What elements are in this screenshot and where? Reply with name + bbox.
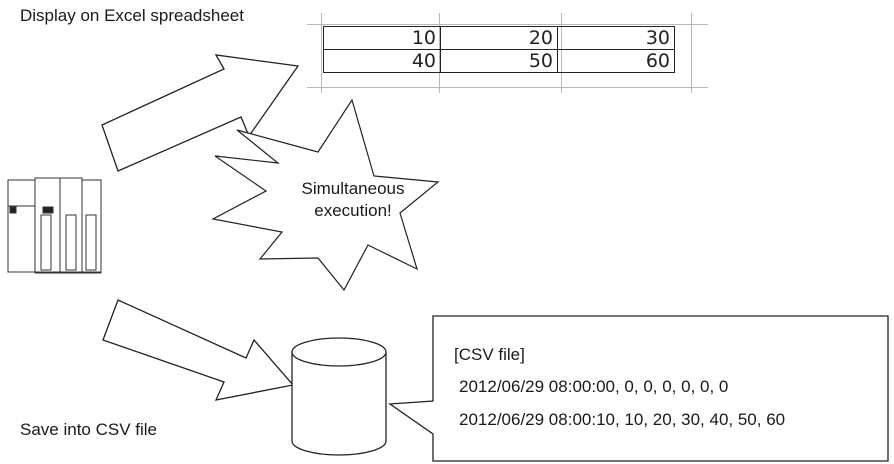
- burst-line-1: Simultaneous: [301, 179, 405, 198]
- table-cell: 10: [323, 26, 441, 50]
- table-cell: 60: [557, 49, 675, 73]
- csv-callout-box: [388, 315, 889, 462]
- arrow-to-csv-icon: [102, 299, 295, 401]
- burst-line-2: execution!: [314, 201, 392, 220]
- csv-record-line: 2012/06/29 08:00:10, 10, 20, 30, 40, 50,…: [459, 410, 786, 429]
- csv-file-title: [CSV file]: [454, 345, 525, 364]
- simultaneous-execution-text: Simultaneous execution!: [283, 178, 423, 222]
- excel-display-label: Display on Excel spreadsheet: [20, 6, 244, 25]
- plc-unit-icon: [7, 177, 102, 274]
- spreadsheet-grid: 10 20 30 40 50 60: [323, 26, 675, 73]
- arrow-to-excel-icon: [101, 54, 300, 172]
- table-cell: 30: [557, 26, 675, 50]
- table-row: 40 50 60: [323, 49, 675, 73]
- csv-save-label: Save into CSV file: [20, 420, 158, 439]
- table-row: 10 20 30: [323, 26, 675, 50]
- table-cell: 40: [323, 49, 441, 73]
- table-cell: 20: [440, 26, 558, 50]
- starburst-icon: [211, 98, 440, 292]
- table-cell: 50: [440, 49, 558, 73]
- csv-record-line: 2012/06/29 08:00:00, 0, 0, 0, 0, 0, 0: [459, 377, 729, 396]
- excel-spreadsheet: 10 20 30 40 50 60: [307, 13, 708, 93]
- database-cylinder-icon: [291, 337, 387, 456]
